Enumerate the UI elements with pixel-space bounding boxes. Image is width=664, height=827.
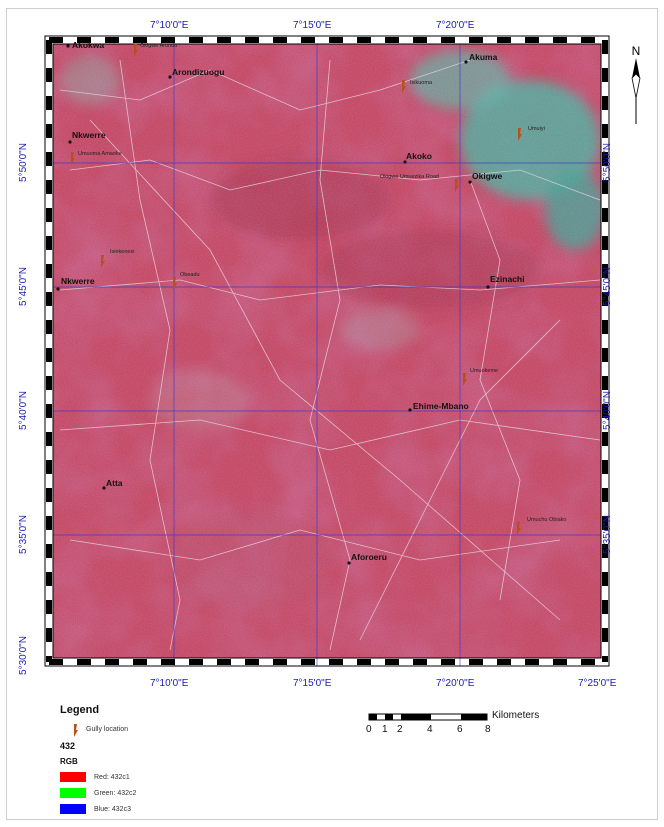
legend-green-label: Green: 432c2 bbox=[94, 789, 137, 797]
gully-label: Okigwe Umuezika Road bbox=[380, 174, 439, 180]
legend-blue-row: Blue: 432c3 bbox=[60, 804, 136, 814]
place-label: Arondizuogu bbox=[172, 67, 225, 77]
legend-green-row: Green: 432c2 bbox=[60, 788, 136, 798]
gully-label: Obeadu bbox=[180, 272, 200, 278]
left-tick-3: 5°40'0"N bbox=[17, 391, 29, 430]
bottom-tick-1: 7°10'0"E bbox=[150, 678, 189, 689]
place-markers bbox=[56, 44, 490, 565]
place-label: Akuma bbox=[469, 52, 498, 62]
legend: Legend Gully location 432 RGB Red: 432c1… bbox=[60, 704, 136, 814]
place-label: Atta bbox=[106, 478, 123, 488]
gully-label: Umuchu Obiako bbox=[527, 517, 567, 523]
legend-title: Legend bbox=[60, 704, 100, 716]
legend-gully-icon bbox=[74, 724, 78, 737]
legend-red-row: Red: 432c1 bbox=[60, 772, 136, 782]
bottom-tick-2: 7°15'0"E bbox=[293, 678, 332, 689]
scale-bar bbox=[368, 713, 488, 721]
legend-gully-row: Gully location bbox=[86, 726, 136, 733]
gully-label: Umuoma Amaoke bbox=[78, 151, 122, 157]
legend-red-label: Red: 432c1 bbox=[94, 773, 130, 781]
place-label: Ezinachi bbox=[490, 274, 525, 284]
place-label: Aforoeru bbox=[351, 552, 387, 562]
north-label: N bbox=[631, 44, 641, 58]
legend-rgb-label: RGB bbox=[60, 757, 78, 766]
gully-markers bbox=[71, 44, 522, 535]
place-label: Akokwa bbox=[72, 40, 105, 50]
scale-tick: 1 bbox=[382, 724, 388, 735]
top-tick-2: 7°15'0"E bbox=[293, 20, 332, 31]
gully-label: Isiekenesi bbox=[110, 249, 135, 255]
green-swatch bbox=[60, 788, 86, 798]
scale-tick: 8 bbox=[485, 724, 491, 735]
gully-label: Isikuoma bbox=[410, 80, 433, 86]
left-tick-4: 5°35'0"N bbox=[17, 515, 29, 554]
gully-label: Okigwe Arondu bbox=[140, 43, 178, 49]
bottom-tick-3: 7°20'0"E bbox=[436, 678, 475, 689]
map-frame bbox=[6, 8, 658, 820]
satellite-imagery bbox=[53, 44, 601, 658]
place-label: Nkwerre bbox=[61, 276, 95, 286]
right-tick-3: 5°40'0"N bbox=[601, 391, 613, 430]
left-tick-1: 5°50'0"N bbox=[17, 143, 29, 182]
scale-tick: 6 bbox=[457, 724, 463, 735]
scale-unit: Kilometers bbox=[492, 710, 540, 721]
right-tick-2: 5°45'0"N bbox=[601, 267, 613, 306]
scale-tick: 4 bbox=[427, 724, 433, 735]
place-label: Okigwe bbox=[472, 171, 503, 181]
graticule bbox=[53, 44, 601, 666]
right-tick-1: 5°50'0"N bbox=[601, 143, 613, 182]
scale-tick: 2 bbox=[397, 724, 403, 735]
place-label: Nkwerre bbox=[72, 130, 106, 140]
legend-gully-label: Gully location bbox=[86, 726, 129, 733]
legend-blue-label: Blue: 432c3 bbox=[94, 805, 131, 813]
blue-swatch bbox=[60, 804, 86, 814]
red-swatch bbox=[60, 772, 86, 782]
place-label: Ehime-Mbano bbox=[413, 401, 469, 411]
top-tick-3: 7°20'0"E bbox=[436, 20, 475, 31]
gully-label: Umuiyi bbox=[528, 126, 545, 132]
north-arrow-icon bbox=[631, 58, 641, 124]
bottom-tick-4: 7°25'0"E bbox=[578, 678, 617, 689]
right-tick-4: 5°35'0"N bbox=[601, 515, 613, 554]
legend-band-combo: 432 bbox=[60, 741, 76, 751]
map-neatline bbox=[44, 35, 610, 667]
gully-label: Umuokeme bbox=[470, 368, 499, 374]
left-tick-5: 5°30'0"N bbox=[17, 636, 29, 675]
place-label: Akoko bbox=[406, 151, 432, 161]
north-arrow: N bbox=[626, 44, 646, 58]
top-tick-1: 7°10'0"E bbox=[150, 20, 189, 31]
scale-tick: 0 bbox=[366, 724, 372, 735]
left-tick-2: 5°45'0"N bbox=[17, 267, 29, 306]
